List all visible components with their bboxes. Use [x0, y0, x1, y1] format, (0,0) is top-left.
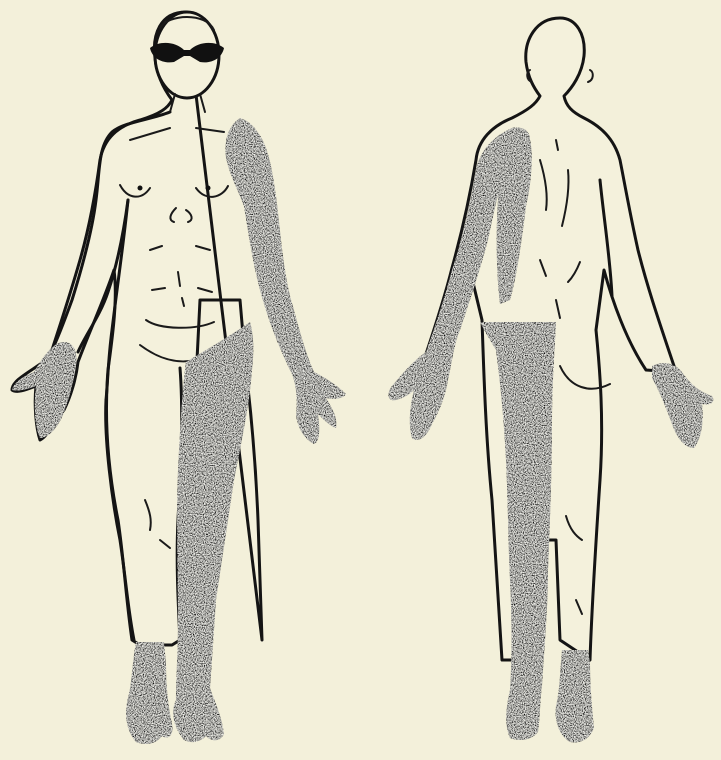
- back-view-figure: [389, 18, 714, 742]
- front-shaded-left-hand: [12, 342, 76, 438]
- back-shaded-right-hand: [652, 363, 713, 448]
- front-body-outline: [12, 12, 262, 645]
- front-shaded-left-foot: [126, 642, 172, 744]
- front-shaded-right-leg: [173, 322, 253, 742]
- front-nipple-left: [138, 186, 143, 191]
- front-nipple-right: [206, 186, 211, 191]
- front-view-figure: [12, 12, 346, 744]
- back-shaded-right-foot: [556, 650, 594, 742]
